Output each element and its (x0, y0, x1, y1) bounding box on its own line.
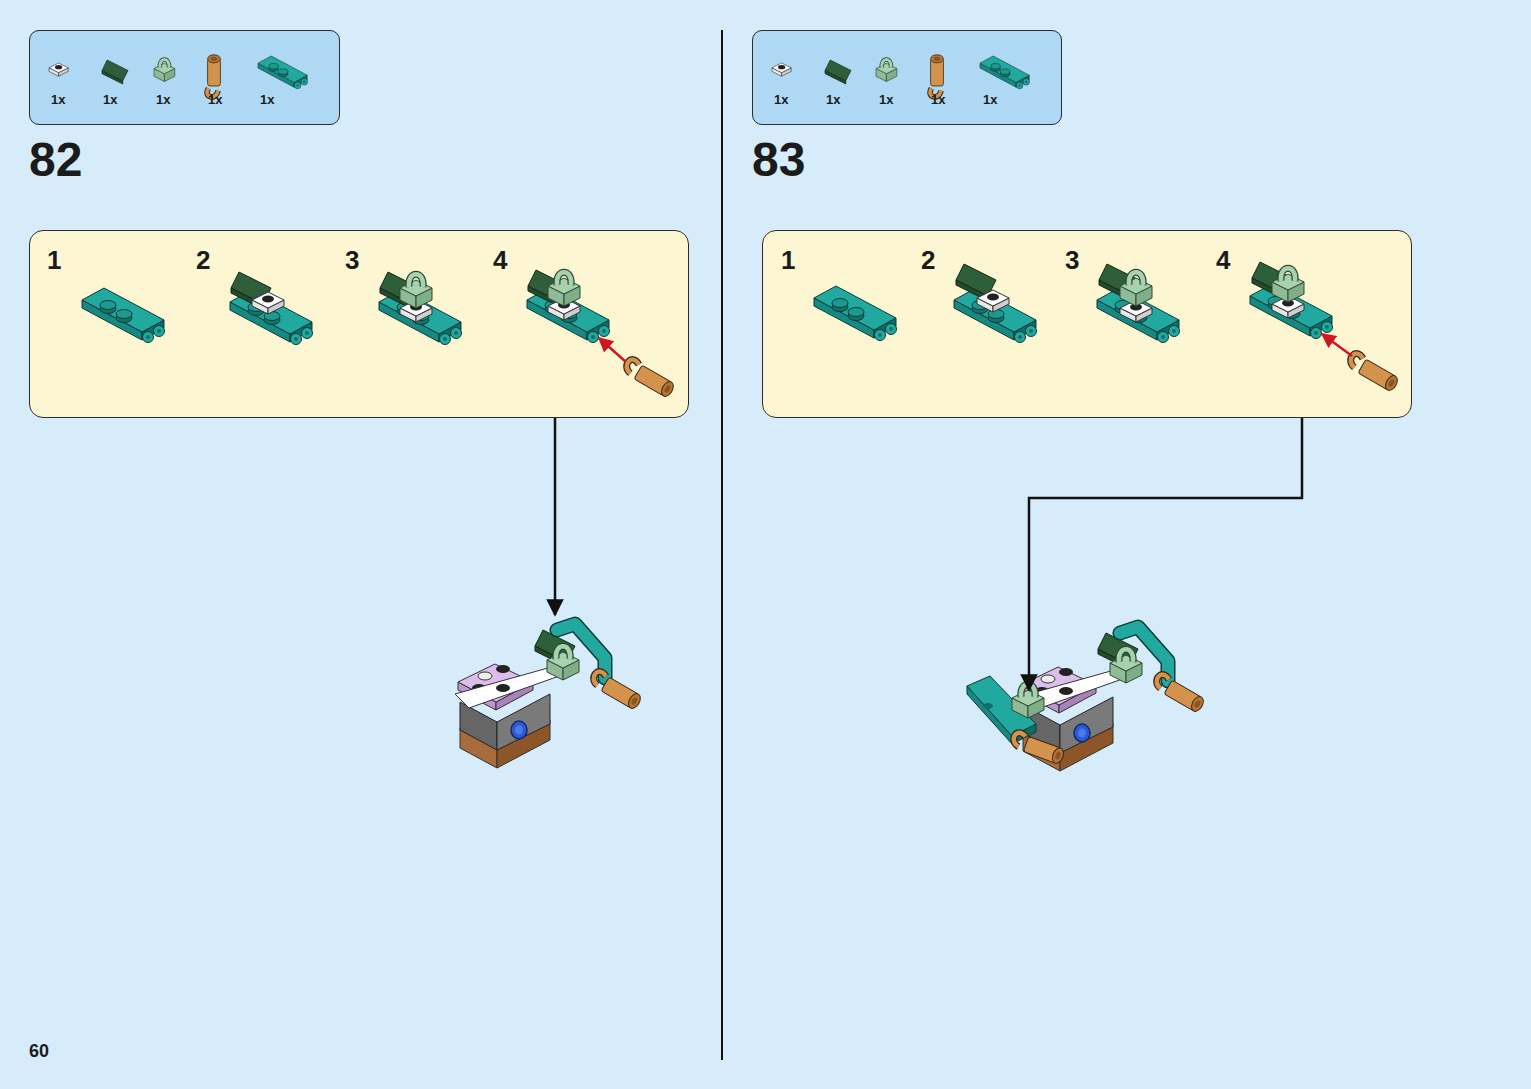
part-quantity: 1x (931, 92, 945, 107)
parts-list-box: 1x 1x 1x 1x 1x (29, 30, 340, 125)
box-fill (29, 30, 340, 125)
insert-arrow (599, 338, 626, 362)
box-fill (29, 230, 689, 418)
part-quantity: 1x (260, 92, 274, 107)
text-slot: 1 (47, 246, 61, 275)
text-slot: 1x (826, 90, 840, 108)
step-number: 83 (752, 133, 805, 186)
step-number-slot: 83 (752, 134, 805, 187)
page-number: 60 (29, 1041, 49, 1061)
box-fills (29, 30, 1412, 418)
part-quantity: 1x (774, 92, 788, 107)
substep-number: 4 (1216, 245, 1230, 275)
light-green-clip-plate (400, 274, 432, 308)
text-slot: 1x (260, 90, 274, 108)
leader-arrow (554, 418, 557, 615)
text-slot: 4 (1216, 246, 1230, 275)
substep-number: 1 (47, 245, 61, 275)
light-green-clip-plate (548, 272, 580, 306)
light-green-clip-plate (876, 60, 897, 82)
part-quantity: 1x (879, 92, 893, 107)
insert-arrow (1322, 334, 1352, 356)
light-green-clip-plate (154, 60, 175, 82)
white-plate (252, 292, 284, 314)
box-fill (762, 230, 1412, 418)
part-quantity: 1x (208, 92, 222, 107)
text-slot: 1x (103, 90, 117, 108)
teal-clip-plate (258, 56, 308, 89)
orange-bar-clip (1010, 731, 1065, 765)
text-slot: 1x (983, 90, 997, 108)
parts-list-box: 1x 1x 1x 1x 1x (752, 30, 1062, 125)
teal-clip-plate (954, 288, 1037, 343)
white-plate (49, 63, 68, 76)
text-slot: 1 (781, 246, 795, 275)
substep-illustrations (814, 262, 1400, 392)
text-slot: 3 (1065, 246, 1079, 275)
text-slot: 2 (196, 246, 210, 275)
orange-bar-clip (1346, 352, 1400, 393)
part-quantity: 1x (983, 92, 997, 107)
substep-number: 1 (781, 245, 795, 275)
text-slot: 1x (156, 90, 170, 108)
substep-box: 1 2 3 4 (762, 230, 1412, 418)
page-divider (721, 30, 723, 1060)
dark-green-slope (825, 60, 851, 84)
substep-number: 3 (1065, 245, 1079, 275)
teal-clip-plate (814, 286, 897, 341)
substep-number: 4 (493, 245, 507, 275)
text-slot: 1x (51, 90, 65, 108)
teal-clip-plate (980, 56, 1030, 89)
light-green-clip-plate (1120, 272, 1152, 306)
step-number: 82 (29, 133, 82, 186)
leader-arrow (1029, 418, 1302, 690)
text-slot: 1x (208, 90, 222, 108)
parts-icons (49, 55, 308, 97)
dark-green-slope (102, 60, 128, 84)
step-number-slot: 82 (29, 134, 82, 187)
built-model (455, 624, 643, 768)
box-fill (752, 30, 1062, 125)
page-number-slot: 60 (29, 1042, 49, 1062)
text-slot: 1x (931, 90, 945, 108)
teal-clip-plate (82, 288, 165, 343)
orange-bar-clip (622, 358, 676, 399)
text-slot: 2 (921, 246, 935, 275)
white-plate (977, 290, 1009, 312)
part-quantity: 1x (51, 92, 65, 107)
text-slot: 3 (345, 246, 359, 275)
stud-hole (983, 703, 993, 709)
substep-number: 2 (921, 245, 935, 275)
part-quantity: 1x (826, 92, 840, 107)
substep-box: 1 2 3 4 (29, 230, 689, 418)
text-slot: 1x (879, 90, 893, 108)
white-plate (772, 63, 791, 76)
orange-bar-clip (207, 55, 220, 97)
substep-number: 3 (345, 245, 359, 275)
light-green-clip-plate (1272, 268, 1304, 302)
text-slot: 4 (493, 246, 507, 275)
substep-number: 2 (196, 245, 210, 275)
text-slot: 1x (774, 90, 788, 108)
substep-illustrations (82, 270, 676, 398)
orange-bar-clip (930, 55, 943, 97)
parts-icons (772, 55, 1030, 97)
part-quantity: 1x (156, 92, 170, 107)
built-model-right (967, 627, 1206, 771)
part-quantity: 1x (103, 92, 117, 107)
